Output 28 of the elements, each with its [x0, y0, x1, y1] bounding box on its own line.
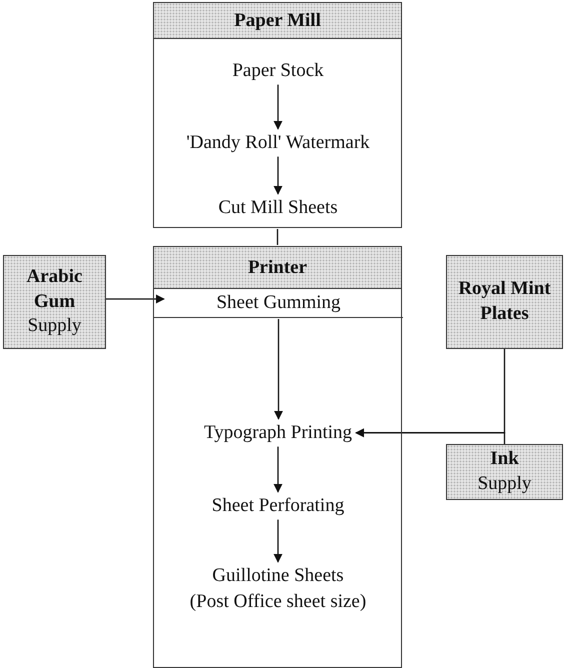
box-subtitle: Supply	[28, 314, 82, 338]
step-label: Paper Stock	[232, 59, 324, 83]
step-label: Cut Mill Sheets	[218, 196, 338, 220]
step-label: 'Dandy Roll' Watermark	[186, 131, 370, 155]
input-box	[446, 255, 563, 349]
arrow	[355, 428, 506, 444]
arrow	[274, 84, 282, 130]
step-label: (Post Office sheet size)	[190, 590, 366, 614]
arrow	[274, 156, 282, 195]
section-box	[153, 2, 402, 228]
arrow	[274, 520, 282, 563]
section-header: Printer	[154, 247, 401, 289]
step-label: Sheet Perforating	[212, 494, 344, 518]
section-header: Paper Mill	[154, 3, 401, 39]
step-label: Sheet Gumming	[216, 292, 341, 314]
connector-line	[276, 229, 278, 245]
arrow	[274, 446, 282, 493]
box-title: Ink	[490, 447, 519, 472]
arrow	[274, 319, 283, 420]
box-title: Royal Mint Plates	[457, 277, 552, 326]
input-box	[3, 255, 106, 349]
box-title: Arabic Gum	[26, 264, 84, 314]
arrow	[106, 294, 165, 304]
section-box	[153, 246, 402, 668]
input-box	[446, 444, 563, 500]
step-label: Guillotine Sheets	[211, 564, 345, 588]
box-subtitle: Supply	[478, 472, 532, 496]
step-label: Typograph Printing	[204, 421, 352, 445]
